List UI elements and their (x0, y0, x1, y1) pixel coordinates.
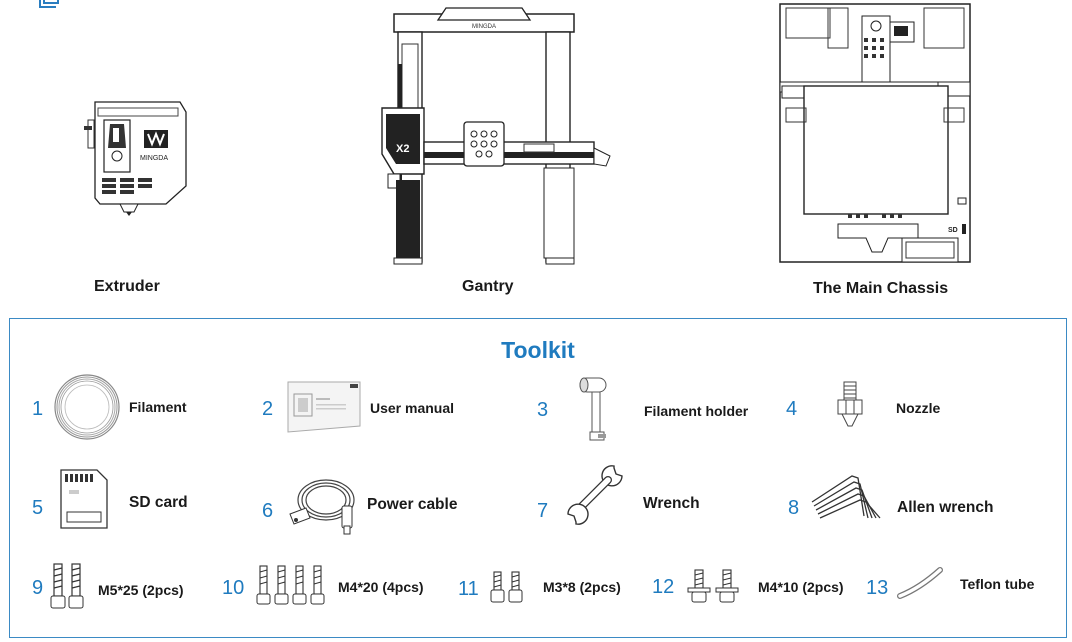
item-number-2: 2 (262, 398, 274, 420)
item-number-8: 8 (788, 497, 800, 519)
extruder-brand: MINGDA (140, 155, 168, 162)
item-number-13: 13 (866, 577, 889, 599)
item-number-9: 9 (32, 577, 44, 599)
teflon-tube-icon (897, 567, 943, 599)
item-label-9: M5*25 (2pcs) (98, 582, 184, 598)
extruder-drawing: MINGDA (84, 101, 187, 216)
chassis-drawing: SD (779, 3, 971, 263)
item-number-1: 1 (32, 398, 44, 420)
filament-coil-icon (54, 374, 120, 440)
gantry-caption: Gantry (462, 278, 514, 295)
allen-wrench-icon (811, 475, 881, 519)
item-label-10: M4*20 (4pcs) (338, 579, 424, 595)
m4-20-screw-icon (256, 565, 325, 605)
item-label-4: Nozzle (896, 400, 941, 416)
item-number-6: 6 (262, 500, 274, 522)
item-label-5: SD card (129, 494, 188, 511)
item-label-11: M3*8 (2pcs) (543, 579, 621, 595)
gantry-drawing: MINGDA X2 (381, 7, 611, 265)
item-label-7: Wrench (643, 495, 700, 512)
m5-screw-icon (50, 563, 84, 609)
m4-10-screw-icon (687, 569, 739, 603)
power-cable-icon (289, 479, 355, 535)
item-number-12: 12 (652, 576, 675, 598)
item-label-6: Power cable (367, 496, 458, 513)
gantry-brand: MINGDA (472, 24, 496, 30)
item-label-1: Filament (129, 399, 187, 415)
gantry-model: X2 (396, 143, 409, 155)
item-number-7: 7 (537, 500, 549, 522)
filament-holder-icon (579, 377, 607, 441)
item-number-4: 4 (786, 398, 798, 420)
item-number-5: 5 (32, 497, 44, 519)
item-number-11: 11 (458, 578, 479, 600)
corner-icon (39, 0, 59, 8)
wrench-icon (567, 465, 623, 525)
toolkit-box: Toolkit (9, 318, 1067, 638)
item-label-2: User manual (370, 400, 455, 416)
item-number-3: 3 (537, 399, 549, 421)
item-label-8: Allen wrench (897, 499, 994, 516)
manual-icon (287, 381, 361, 433)
item-label-12: M4*10 (2pcs) (758, 579, 844, 595)
item-label-3: Filament holder (644, 403, 749, 419)
toolkit-title: Toolkit (501, 337, 575, 363)
m3-screw-icon (490, 571, 523, 603)
sd-card-icon (60, 469, 108, 529)
item-label-13: Teflon tube (960, 576, 1035, 592)
extruder-caption: Extruder (94, 278, 160, 295)
nozzle-icon (837, 381, 863, 427)
chassis-caption: The Main Chassis (813, 280, 949, 297)
item-number-10: 10 (222, 577, 245, 599)
chassis-sd-text: SD (948, 227, 958, 234)
